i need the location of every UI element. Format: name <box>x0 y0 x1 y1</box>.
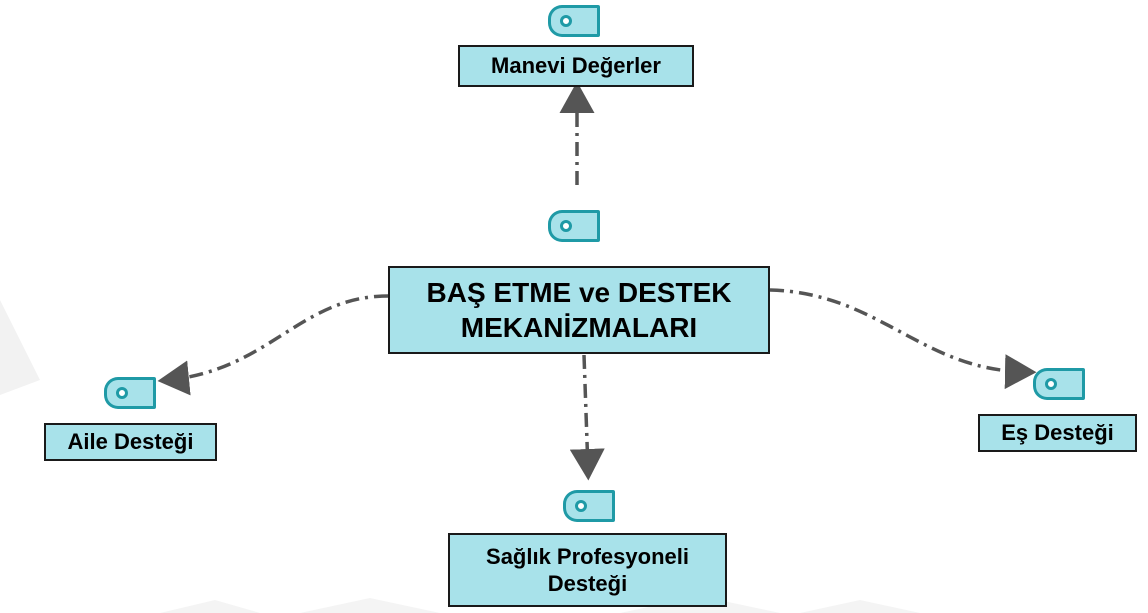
connector-to-left <box>157 294 389 396</box>
node-center-line2: MEKANİZMALARI <box>460 312 698 343</box>
tag-icon <box>104 377 156 409</box>
tag-icon <box>548 210 600 242</box>
node-top[interactable]: Manevi Değerler <box>458 45 694 87</box>
node-bottom[interactable]: Sağlık Profesyoneli Desteği <box>448 533 727 607</box>
connector-to-bottom <box>569 354 605 481</box>
node-bottom-line2: Desteği <box>547 571 628 596</box>
connector-to-right <box>769 288 1037 390</box>
node-right[interactable]: Eş Desteği <box>978 414 1137 452</box>
node-left[interactable]: Aile Desteği <box>44 423 217 461</box>
node-center-line1: BAŞ ETME ve DESTEK <box>426 277 732 308</box>
node-left-label: Aile Desteği <box>67 429 194 455</box>
node-right-label: Eş Desteği <box>1001 420 1114 446</box>
node-bottom-line1: Sağlık Profesyoneli <box>486 543 689 569</box>
tag-icon <box>548 5 600 37</box>
tag-icon <box>1033 368 1085 400</box>
node-center[interactable]: BAŞ ETME ve DESTEK MEKANİZMALARI <box>388 266 770 354</box>
tag-icon <box>563 490 615 522</box>
node-top-label: Manevi Değerler <box>491 53 661 79</box>
